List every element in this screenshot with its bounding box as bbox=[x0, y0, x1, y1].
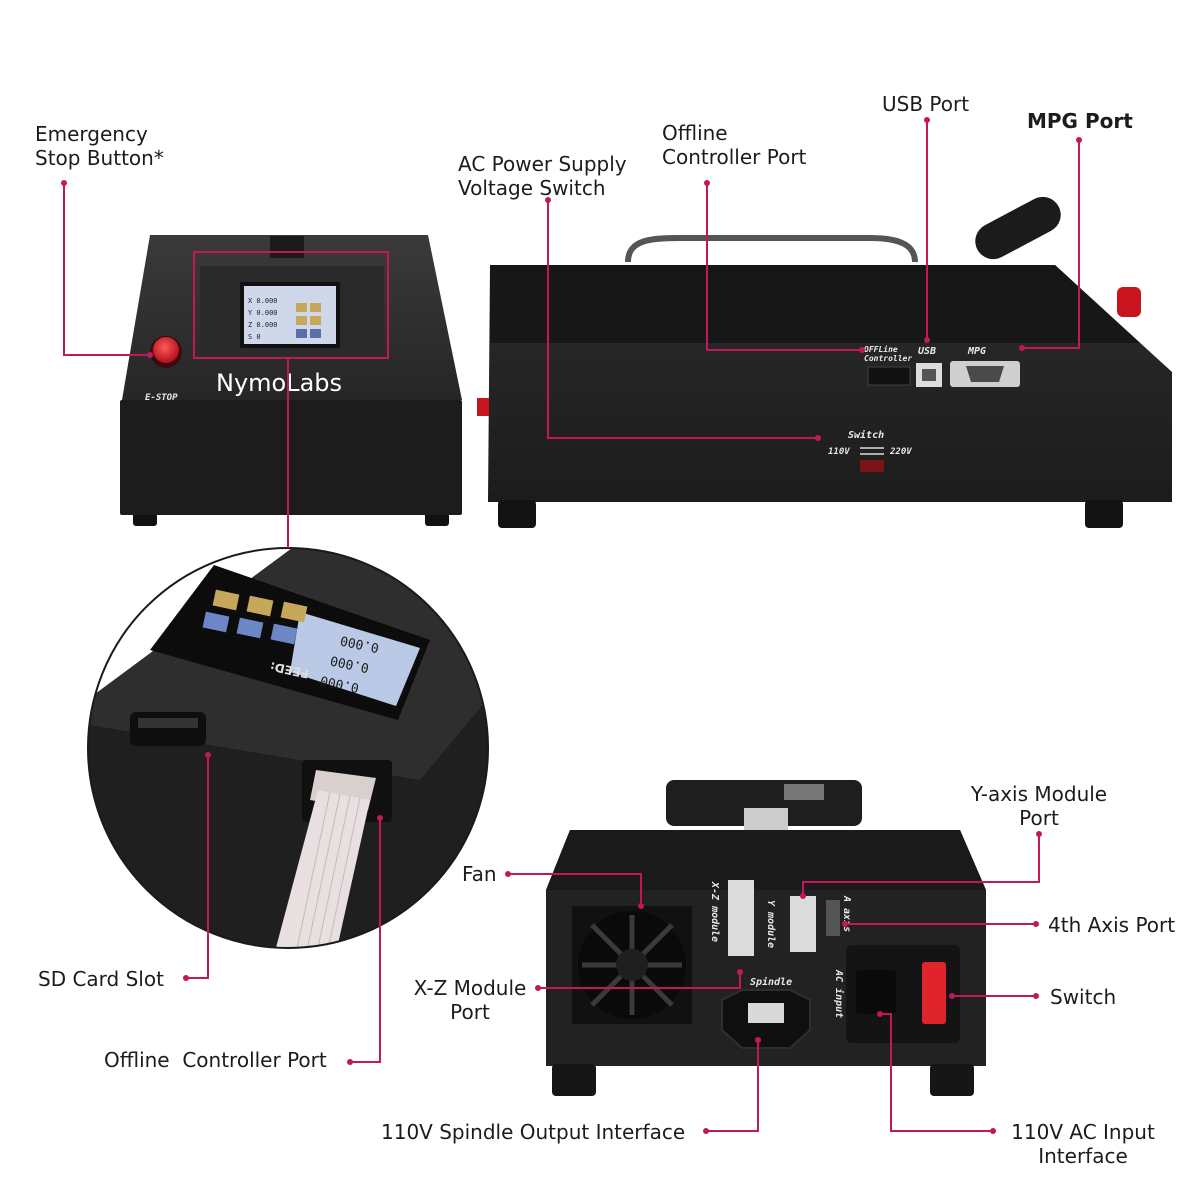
front-view-device: X 0.000 Y 0.000 Z 0.000 S 0 E-STOP NymoLab… bbox=[120, 235, 462, 526]
side-110v-label: 110V bbox=[828, 447, 850, 457]
label-4th-axis-port: 4th Axis Port bbox=[1048, 913, 1176, 937]
front-screen-buttons bbox=[296, 303, 321, 338]
label-mpg-port: MPG Port bbox=[1027, 109, 1133, 133]
side-offline-port bbox=[867, 366, 911, 386]
rear-xz-label: X-Z module bbox=[709, 881, 720, 942]
svg-text:Z 0.000: Z 0.000 bbox=[248, 321, 278, 329]
label-offline-controller-port-top: Offline Controller Port bbox=[662, 121, 807, 169]
zoom-screen-buttons bbox=[202, 589, 308, 645]
label-sd-card-slot: SD Card Slot bbox=[38, 967, 164, 991]
label-ac-input: 110V AC Input Interface bbox=[1011, 1120, 1155, 1168]
front-estop-button bbox=[153, 337, 179, 363]
side-switch-arrows bbox=[860, 447, 884, 455]
callout-dots bbox=[61, 117, 1082, 1134]
label-y-axis-module-port: Y-axis Module Port bbox=[970, 782, 1108, 830]
side-offline-label-1: OFFLine bbox=[864, 344, 898, 354]
side-voltage-switch bbox=[860, 460, 884, 472]
side-mpg-port-inner bbox=[966, 366, 1004, 382]
rear-view-device: X-Z module Y module A axis Spindle AC in… bbox=[546, 780, 986, 1096]
side-mpg-label: MPG bbox=[967, 346, 986, 357]
label-xz-module-port: X-Z Module Port bbox=[413, 976, 527, 1024]
zoom-ribbon-cable bbox=[270, 790, 370, 948]
callout-lines bbox=[63, 120, 1080, 1132]
side-usb-label: USB bbox=[918, 346, 936, 357]
rear-foot-left bbox=[552, 1064, 596, 1096]
front-brand-logo: NymoLabs bbox=[216, 369, 342, 397]
label-emergency-stop: Emergency Stop Button* bbox=[35, 122, 164, 170]
label-spindle-output: 110V Spindle Output Interface bbox=[381, 1120, 686, 1144]
front-foot-right bbox=[425, 512, 449, 526]
label-fan: Fan bbox=[462, 862, 497, 886]
side-handle bbox=[625, 235, 918, 263]
rear-a-axis-connector bbox=[826, 900, 840, 936]
zoom-sd-slot bbox=[138, 718, 198, 728]
zoom-detail: 0.000 0.000 0.000 FEED: bbox=[88, 548, 488, 948]
rear-body-top bbox=[546, 830, 986, 890]
side-foot-left bbox=[498, 500, 536, 528]
front-base bbox=[120, 400, 462, 515]
zoom-sd-slot-housing bbox=[130, 712, 206, 746]
rear-spindle-label: Spindle bbox=[750, 976, 792, 988]
rear-foot-right bbox=[930, 1064, 974, 1096]
front-foot-left bbox=[133, 512, 157, 526]
front-cable-connector bbox=[270, 236, 304, 258]
front-estop-label: E-STOP bbox=[145, 393, 178, 403]
rear-top-clip bbox=[744, 808, 788, 830]
svg-text:S 0: S 0 bbox=[248, 333, 261, 341]
rear-a-axis-label: A axis bbox=[841, 895, 853, 932]
svg-text:X 0.000: X 0.000 bbox=[248, 297, 278, 305]
zoom-ribbon-lines bbox=[291, 791, 361, 948]
side-knob bbox=[975, 196, 1061, 260]
rear-ac-label: AC input bbox=[833, 969, 845, 1018]
side-foot-right bbox=[1085, 500, 1123, 528]
side-estop bbox=[1117, 287, 1141, 317]
side-view-device: OFFLine Controller USB MPG Switch 110V 2… bbox=[477, 196, 1172, 528]
side-switch-label: Switch bbox=[848, 429, 884, 441]
rear-spindle-face bbox=[748, 1003, 784, 1023]
side-top-panel bbox=[490, 265, 1140, 343]
rear-ac-inlet bbox=[856, 970, 896, 1014]
rear-fan-hub bbox=[616, 949, 648, 981]
side-220v-label: 220V bbox=[889, 447, 912, 457]
screen-highlight-box bbox=[193, 251, 389, 359]
rear-top-plug bbox=[784, 784, 824, 800]
side-power-rocker bbox=[477, 398, 489, 416]
front-screen-coords: X 0.000 Y 0.000 Z 0.000 S 0 bbox=[248, 297, 278, 341]
label-switch: Switch bbox=[1050, 985, 1117, 1009]
label-usb-port: USB Port bbox=[882, 92, 970, 116]
rear-power-switch bbox=[922, 962, 946, 1024]
side-usb-port-inner bbox=[922, 369, 936, 381]
rear-y-connector bbox=[790, 896, 816, 952]
rear-y-label: Y module bbox=[765, 900, 776, 948]
label-offline-controller-port-bottom: Offline Controller Port bbox=[104, 1048, 327, 1072]
svg-text:Y 0.000: Y 0.000 bbox=[248, 309, 278, 317]
rear-xz-connector bbox=[728, 880, 754, 956]
side-offline-label-2: Controller bbox=[864, 354, 912, 363]
zoom-screen-display bbox=[290, 612, 420, 706]
label-ac-voltage-switch: AC Power Supply Voltage Switch bbox=[458, 152, 627, 200]
